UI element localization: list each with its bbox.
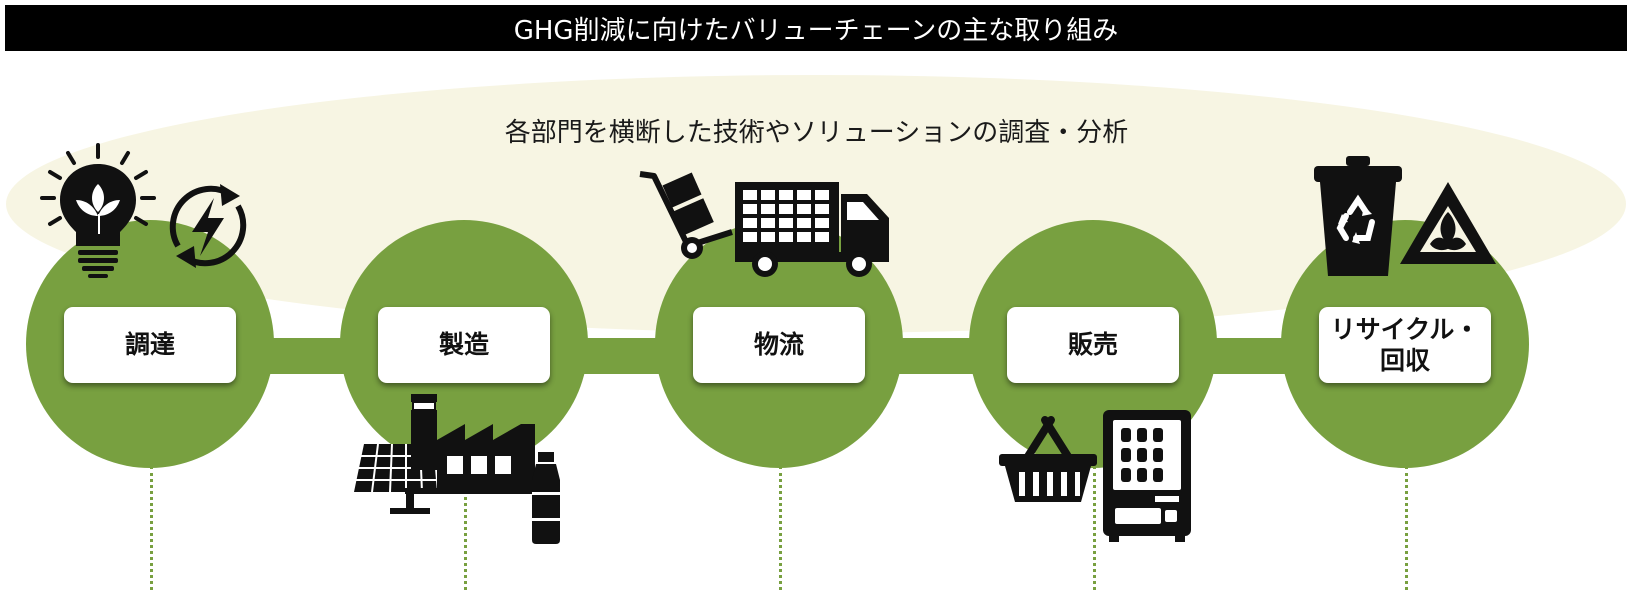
stage-3-dotline	[779, 466, 782, 590]
header-title: GHG削減に向けたバリューチェーンの主な取り組み	[5, 5, 1627, 51]
stage-label-recycling: リサイクル・ 回収	[1319, 307, 1491, 383]
lightbulb-leaf-icon	[40, 143, 156, 278]
recycle-bin-icon	[1314, 156, 1402, 276]
stage-label-procurement: 調達	[64, 307, 236, 383]
renewable-energy-icon	[169, 184, 247, 268]
stage-2-dotline	[464, 466, 467, 590]
stage-label-manufacturing: 製造	[378, 307, 550, 383]
stage-5-dotline	[1405, 466, 1408, 590]
stage-1-dotline	[150, 466, 153, 590]
shopping-basket-icon	[999, 416, 1097, 502]
delivery-truck-icon	[735, 182, 889, 277]
stage-label-logistics: 物流	[693, 307, 865, 383]
oval-caption: 各部門を横断した技術やソリューションの調査・分析	[504, 118, 1129, 148]
vending-machine-icon	[1103, 410, 1191, 542]
hand-truck-icon	[639, 171, 733, 259]
factory-icon	[405, 394, 540, 494]
stage-label-sales: 販売	[1007, 307, 1179, 383]
recycle-leaf-icon	[1400, 182, 1496, 264]
plastic-bottle-icon	[532, 452, 560, 544]
stage-4-dotline	[1093, 466, 1096, 590]
